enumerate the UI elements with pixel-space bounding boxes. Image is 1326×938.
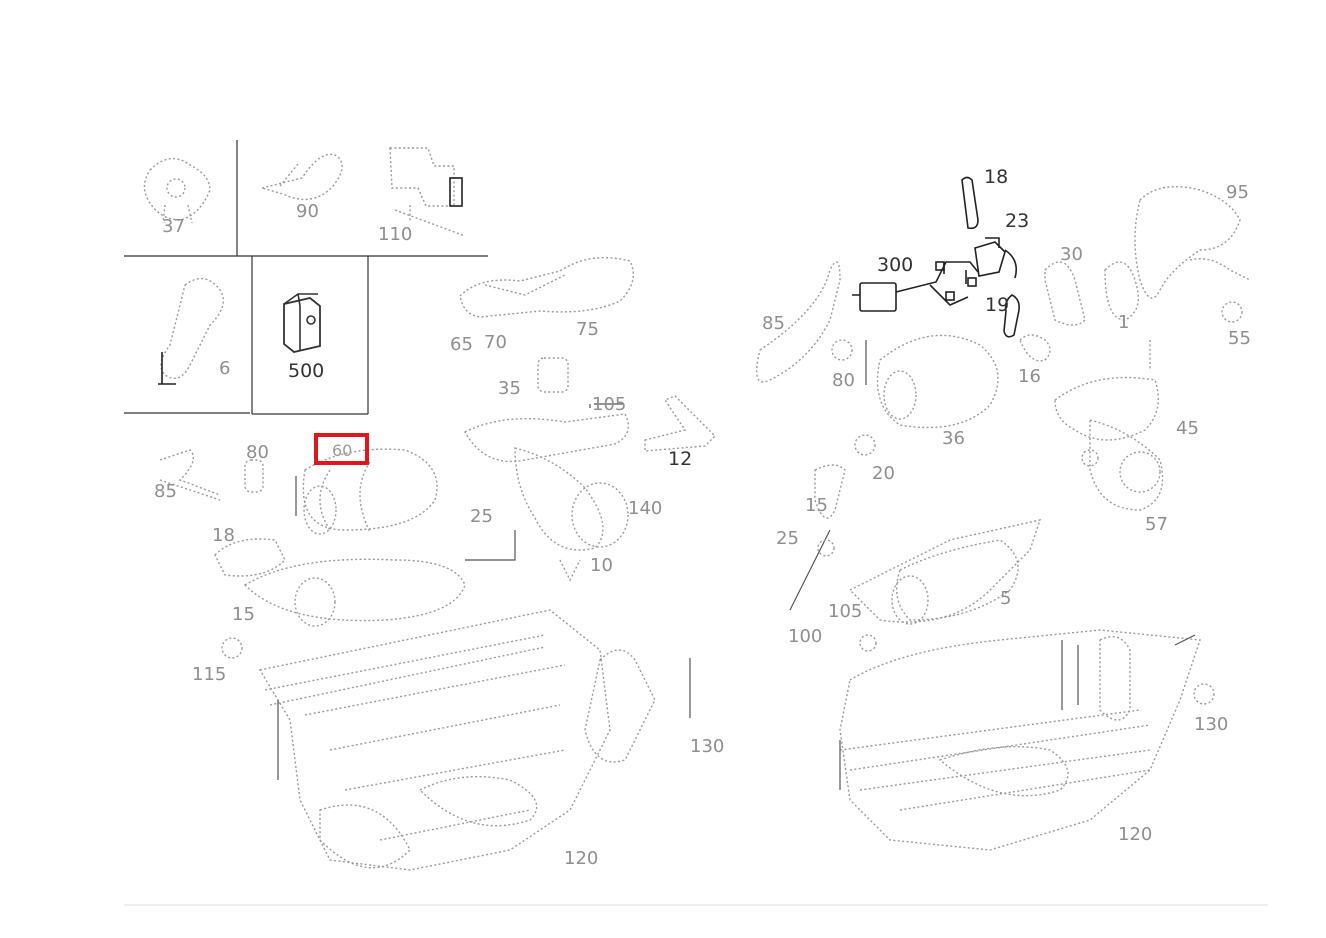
label-80-right: 80 (832, 370, 855, 391)
label-500: 500 (288, 360, 325, 382)
label-19: 19 (985, 294, 1010, 316)
label-75: 75 (576, 319, 599, 340)
label-16: 16 (1018, 366, 1041, 387)
label-25-right: 25 (776, 528, 799, 549)
label-1: 1 (1118, 312, 1130, 333)
inset-part-6 (158, 277, 224, 385)
label-120-right: 120 (1118, 824, 1153, 845)
left-assembly (159, 256, 716, 871)
label-120-left: 120 (564, 848, 599, 869)
label-105-right: 105 (828, 601, 863, 622)
label-130-right: 130 (1194, 714, 1229, 735)
label-30: 30 (1060, 244, 1083, 265)
label-18-left: 18 (212, 525, 235, 546)
label-105-left: 105 (592, 394, 627, 415)
inset-part-90 (259, 153, 343, 201)
label-130-left: 130 (690, 736, 725, 757)
inset-grid (124, 140, 488, 415)
label-57: 57 (1145, 514, 1168, 535)
right-assembly (756, 176, 1251, 851)
label-10: 10 (590, 555, 613, 576)
label-95: 95 (1226, 182, 1249, 203)
highlighted-label: 60 (332, 441, 353, 460)
inset-part-37 (143, 157, 211, 224)
label-85-left: 85 (154, 481, 177, 502)
label-18: 18 (984, 166, 1009, 188)
label-80-left: 80 (246, 442, 269, 463)
highlighted-part-60[interactable]: 60 (314, 433, 369, 465)
label-110: 110 (378, 224, 413, 245)
label-15-left: 15 (232, 604, 255, 625)
label-35: 35 (498, 378, 521, 399)
label-85-right: 85 (762, 313, 785, 334)
label-45: 45 (1176, 418, 1199, 439)
label-100: 100 (788, 626, 823, 647)
label-36: 36 (942, 428, 965, 449)
label-5: 5 (1000, 588, 1012, 609)
label-70: 70 (484, 332, 507, 353)
label-65: 65 (450, 334, 473, 355)
label-55: 55 (1228, 328, 1251, 349)
label-37: 37 (162, 216, 185, 237)
label-115: 115 (192, 664, 227, 685)
label-20: 20 (872, 463, 895, 484)
label-25-left: 25 (470, 506, 493, 527)
label-15-right: 15 (805, 495, 828, 516)
label-12: 12 (668, 448, 693, 470)
label-6: 6 (219, 358, 231, 379)
inset-part-110 (389, 147, 466, 237)
label-140: 140 (628, 498, 663, 519)
inset-part-500 (283, 293, 321, 353)
label-300: 300 (877, 254, 914, 276)
label-23: 23 (1005, 210, 1030, 232)
label-90: 90 (296, 201, 319, 222)
